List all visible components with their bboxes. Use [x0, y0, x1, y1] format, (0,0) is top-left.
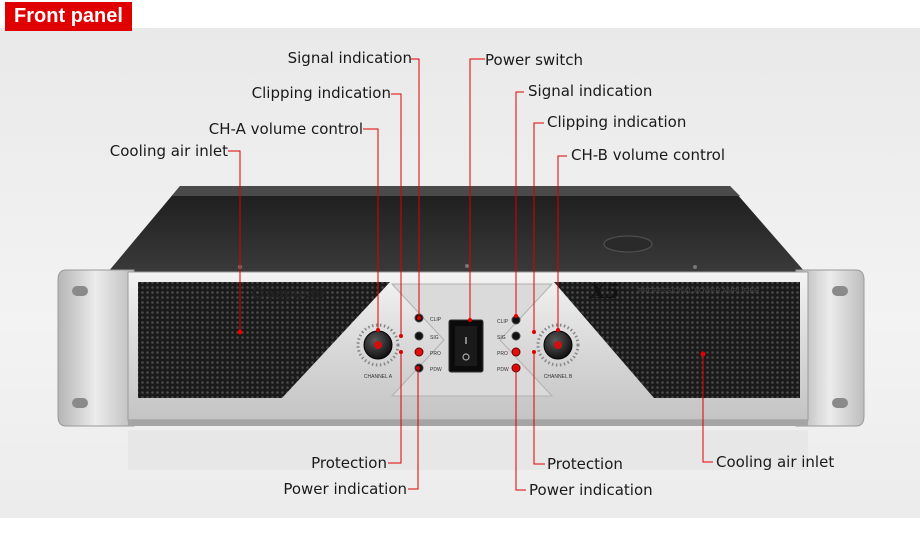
brand-logo-icon: [252, 287, 264, 299]
label-cha-volume-control: CH-A volume control: [208, 120, 363, 138]
chassis-top: [108, 186, 805, 272]
chassis-bottom: [128, 420, 808, 426]
led-label-right-1: SIG: [497, 335, 506, 341]
led-column-right: [511, 315, 521, 373]
label-left-signal-indication: Signal indication: [287, 49, 412, 67]
grille-right: [554, 282, 800, 398]
label-left-cooling-air-inlet: Cooling air inlet: [109, 142, 228, 160]
knob-channel-b: [536, 323, 580, 367]
led-label-right-2: PRO: [497, 351, 508, 357]
model-subtitle: PROFESSIONAL POWER AMPLIFIER: [638, 288, 759, 295]
led-label-left-2: PRO: [430, 351, 441, 357]
knob-b-label: CHANNEL B: [544, 374, 573, 380]
model-name: X5: [588, 279, 619, 303]
label-left-protection: Protection: [311, 454, 387, 472]
rack-ear-right: [795, 269, 865, 427]
chassis-top-highlight: [172, 186, 740, 196]
led-label-left-0: CLIP: [430, 317, 442, 323]
callout-lines: [228, 58, 713, 491]
label-right-protection: Protection: [547, 455, 623, 473]
knob-channel-a: [356, 323, 400, 367]
callout-dots: [237, 314, 706, 370]
led-label-right-3: PDW: [497, 367, 509, 373]
reflection: [128, 430, 808, 470]
brand-name: oupushi: [266, 287, 324, 302]
rack-ear-left: [57, 269, 135, 427]
label-chb-volume-control: CH-B volume control: [571, 146, 726, 164]
led-label-left-3: PDW: [430, 367, 442, 373]
knob-a-label: CHANNEL A: [364, 374, 393, 380]
label-left-clipping-indication: Clipping indication: [251, 84, 391, 102]
page-title: Front panel: [5, 2, 132, 31]
led-label-right-0: CLIP: [497, 319, 509, 325]
label-right-cooling-air-inlet: Cooling air inlet: [716, 453, 835, 471]
label-right-clipping-indication: Clipping indication: [547, 113, 687, 131]
label-right-signal-indication: Signal indication: [528, 82, 653, 100]
fan-vent: [603, 235, 653, 253]
led-label-left-1: SIG: [430, 335, 439, 341]
label-right-power-indication: Power indication: [529, 481, 653, 499]
label-power-switch: Power switch: [485, 51, 584, 69]
label-left-power-indication: Power indication: [283, 480, 407, 498]
grille-left: [138, 282, 390, 398]
